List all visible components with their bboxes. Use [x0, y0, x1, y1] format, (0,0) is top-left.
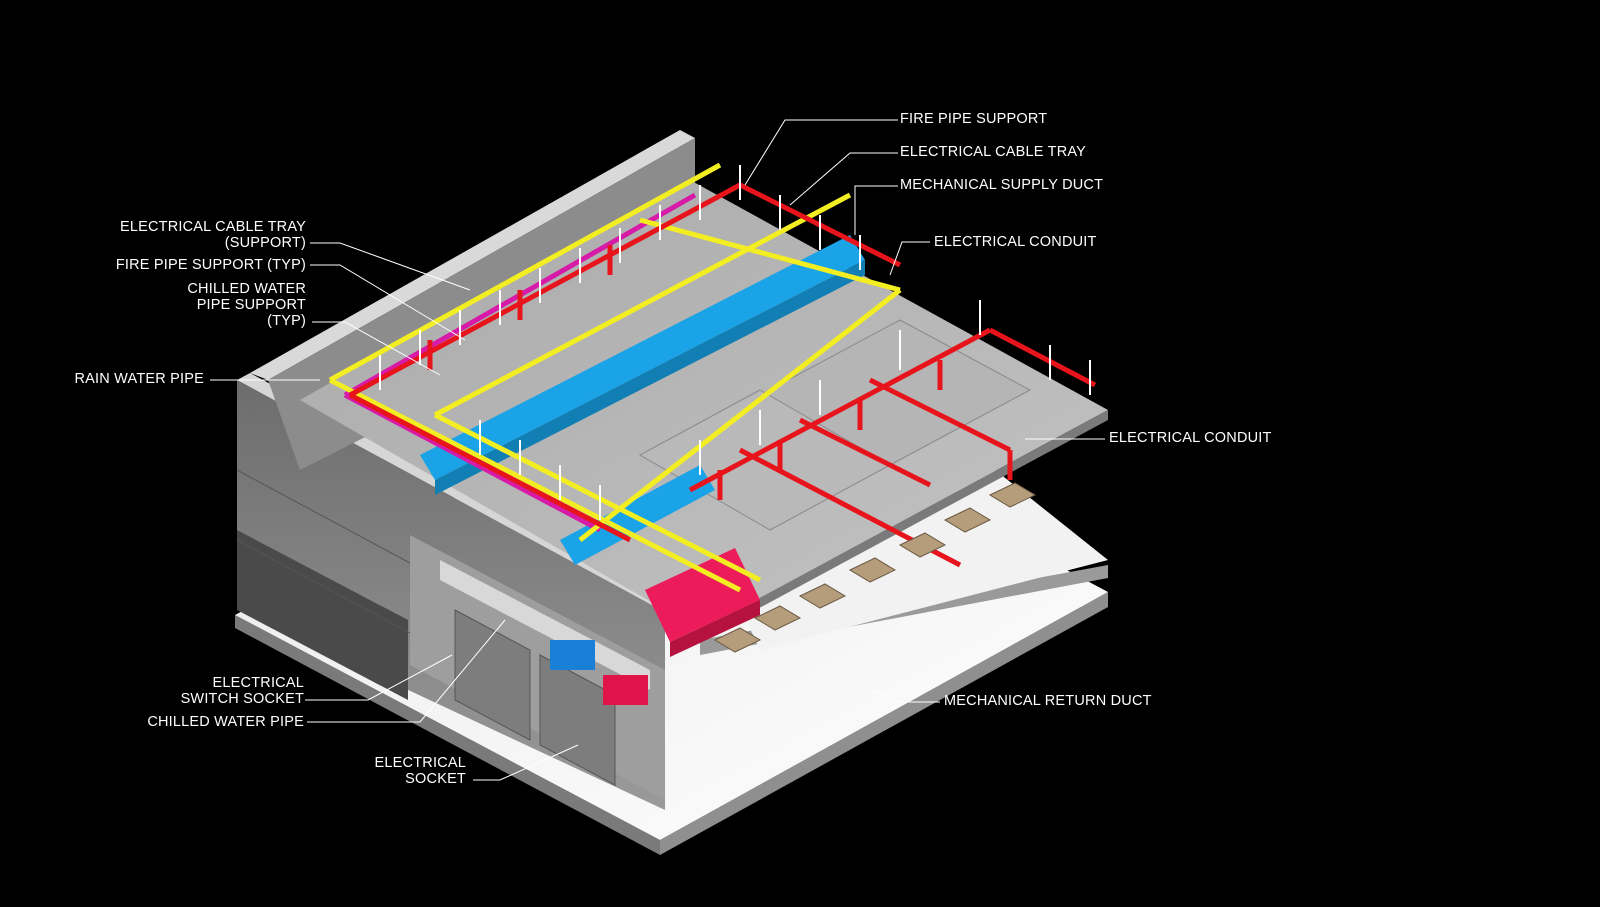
label-electrical-conduit-top: ELECTRICAL CONDUIT	[934, 234, 1097, 250]
return-duct	[603, 548, 760, 705]
label-electrical-switch-socket: ELECTRICAL SWITCH SOCKET	[181, 675, 304, 707]
label-fire-pipe-support-typ: FIRE PIPE SUPPORT (TYP)	[115, 257, 306, 273]
label-chilled-water-pipe-support: CHILLED WATER PIPE SUPPORT (TYP)	[187, 281, 306, 329]
roof-slab	[300, 180, 1108, 640]
label-line: ELECTRICAL CABLE TRAY	[119, 219, 306, 235]
door-frames	[410, 535, 665, 800]
cable-trays	[328, 162, 902, 593]
pipe-hangers	[379, 165, 1091, 520]
label-electrical-socket: ELECTRICAL SOCKET	[375, 755, 466, 787]
label-mechanical-return-duct: MECHANICAL RETURN DUCT	[944, 693, 1152, 709]
label-line: ELECTRICAL	[212, 675, 304, 691]
furniture-desks	[713, 482, 1037, 653]
label-line: SWITCH SOCKET	[180, 691, 304, 707]
leader-lines	[210, 119, 1105, 781]
label-line: SOCKET	[405, 771, 466, 787]
label-rain-water-pipe: RAIN WATER PIPE	[74, 371, 204, 387]
label-electrical-conduit-right: ELECTRICAL CONDUIT	[1109, 430, 1272, 446]
label-line: (TYP)	[267, 313, 306, 329]
label-fire-pipe-support: FIRE PIPE SUPPORT	[900, 111, 1048, 127]
label-mechanical-supply-duct: MECHANICAL SUPPLY DUCT	[900, 177, 1104, 193]
supply-duct	[420, 235, 865, 670]
label-line: CHILLED WATER	[187, 281, 306, 297]
label-line: ELECTRICAL	[374, 755, 466, 771]
label-cable-tray-support: ELECTRICAL CABLE TRAY (SUPPORT)	[120, 219, 306, 251]
label-chilled-water-pipe: CHILLED WATER PIPE	[147, 714, 304, 730]
label-electrical-cable-tray: ELECTRICAL CABLE TRAY	[900, 144, 1087, 160]
label-line: (SUPPORT)	[224, 235, 306, 251]
label-line: PIPE SUPPORT	[196, 297, 306, 313]
